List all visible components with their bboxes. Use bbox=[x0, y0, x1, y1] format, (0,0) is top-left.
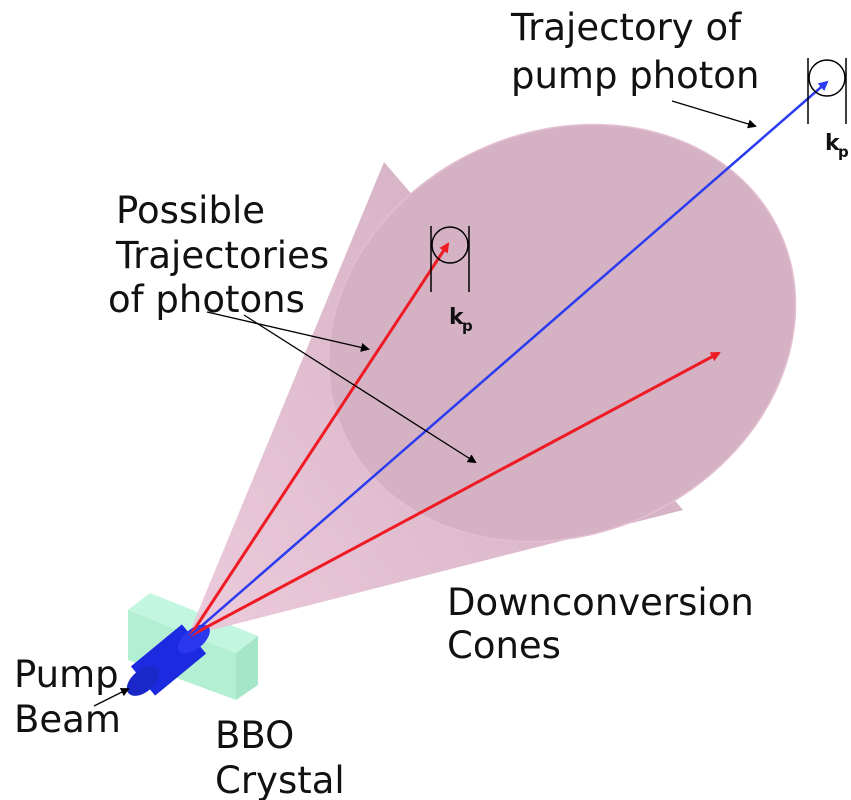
label-downconversion-cones: Downconversion Cones bbox=[447, 581, 766, 667]
pointer-arrow-possible-lower bbox=[243, 314, 477, 464]
pump-beam bbox=[126, 624, 210, 696]
cone-base-ellipse bbox=[327, 123, 797, 543]
photon-trajectory-arrow-upper bbox=[188, 242, 450, 637]
label-pump-beam: Pump Beam bbox=[14, 653, 130, 741]
label-bbo-crystal: BBO Crystal bbox=[215, 714, 345, 800]
pointer-arrow-pump-trajectory bbox=[671, 100, 757, 129]
pointer-arrow-pump-beam bbox=[93, 688, 130, 707]
kp-circle-icon bbox=[431, 226, 469, 264]
crystal-face-side bbox=[236, 636, 258, 700]
downconversion-cone bbox=[188, 123, 797, 636]
kp-symbol-pump: k p bbox=[807, 58, 849, 161]
kp-label-pump-sub: p bbox=[838, 143, 849, 161]
kp-symbol-inner: k p bbox=[430, 226, 473, 335]
pump-beam-end-cap bbox=[178, 624, 210, 654]
crystal-face-top bbox=[128, 593, 258, 653]
photon-trajectory-arrow-lower bbox=[189, 351, 721, 638]
pump-photon-trajectory-arrow bbox=[189, 80, 829, 637]
label-possible-trajectories: Possible Trajectories of photons bbox=[108, 189, 341, 321]
pointer-arrow-possible-upper bbox=[206, 311, 370, 352]
kp-label-pump: k bbox=[825, 131, 841, 156]
kp-circle-icon bbox=[808, 59, 846, 97]
kp-label-inner: k bbox=[449, 305, 465, 330]
label-pump-trajectory: Trajectory of pump photon bbox=[510, 6, 759, 97]
kp-label-inner-sub: p bbox=[462, 317, 473, 335]
pump-beam-front-cap bbox=[126, 666, 160, 696]
